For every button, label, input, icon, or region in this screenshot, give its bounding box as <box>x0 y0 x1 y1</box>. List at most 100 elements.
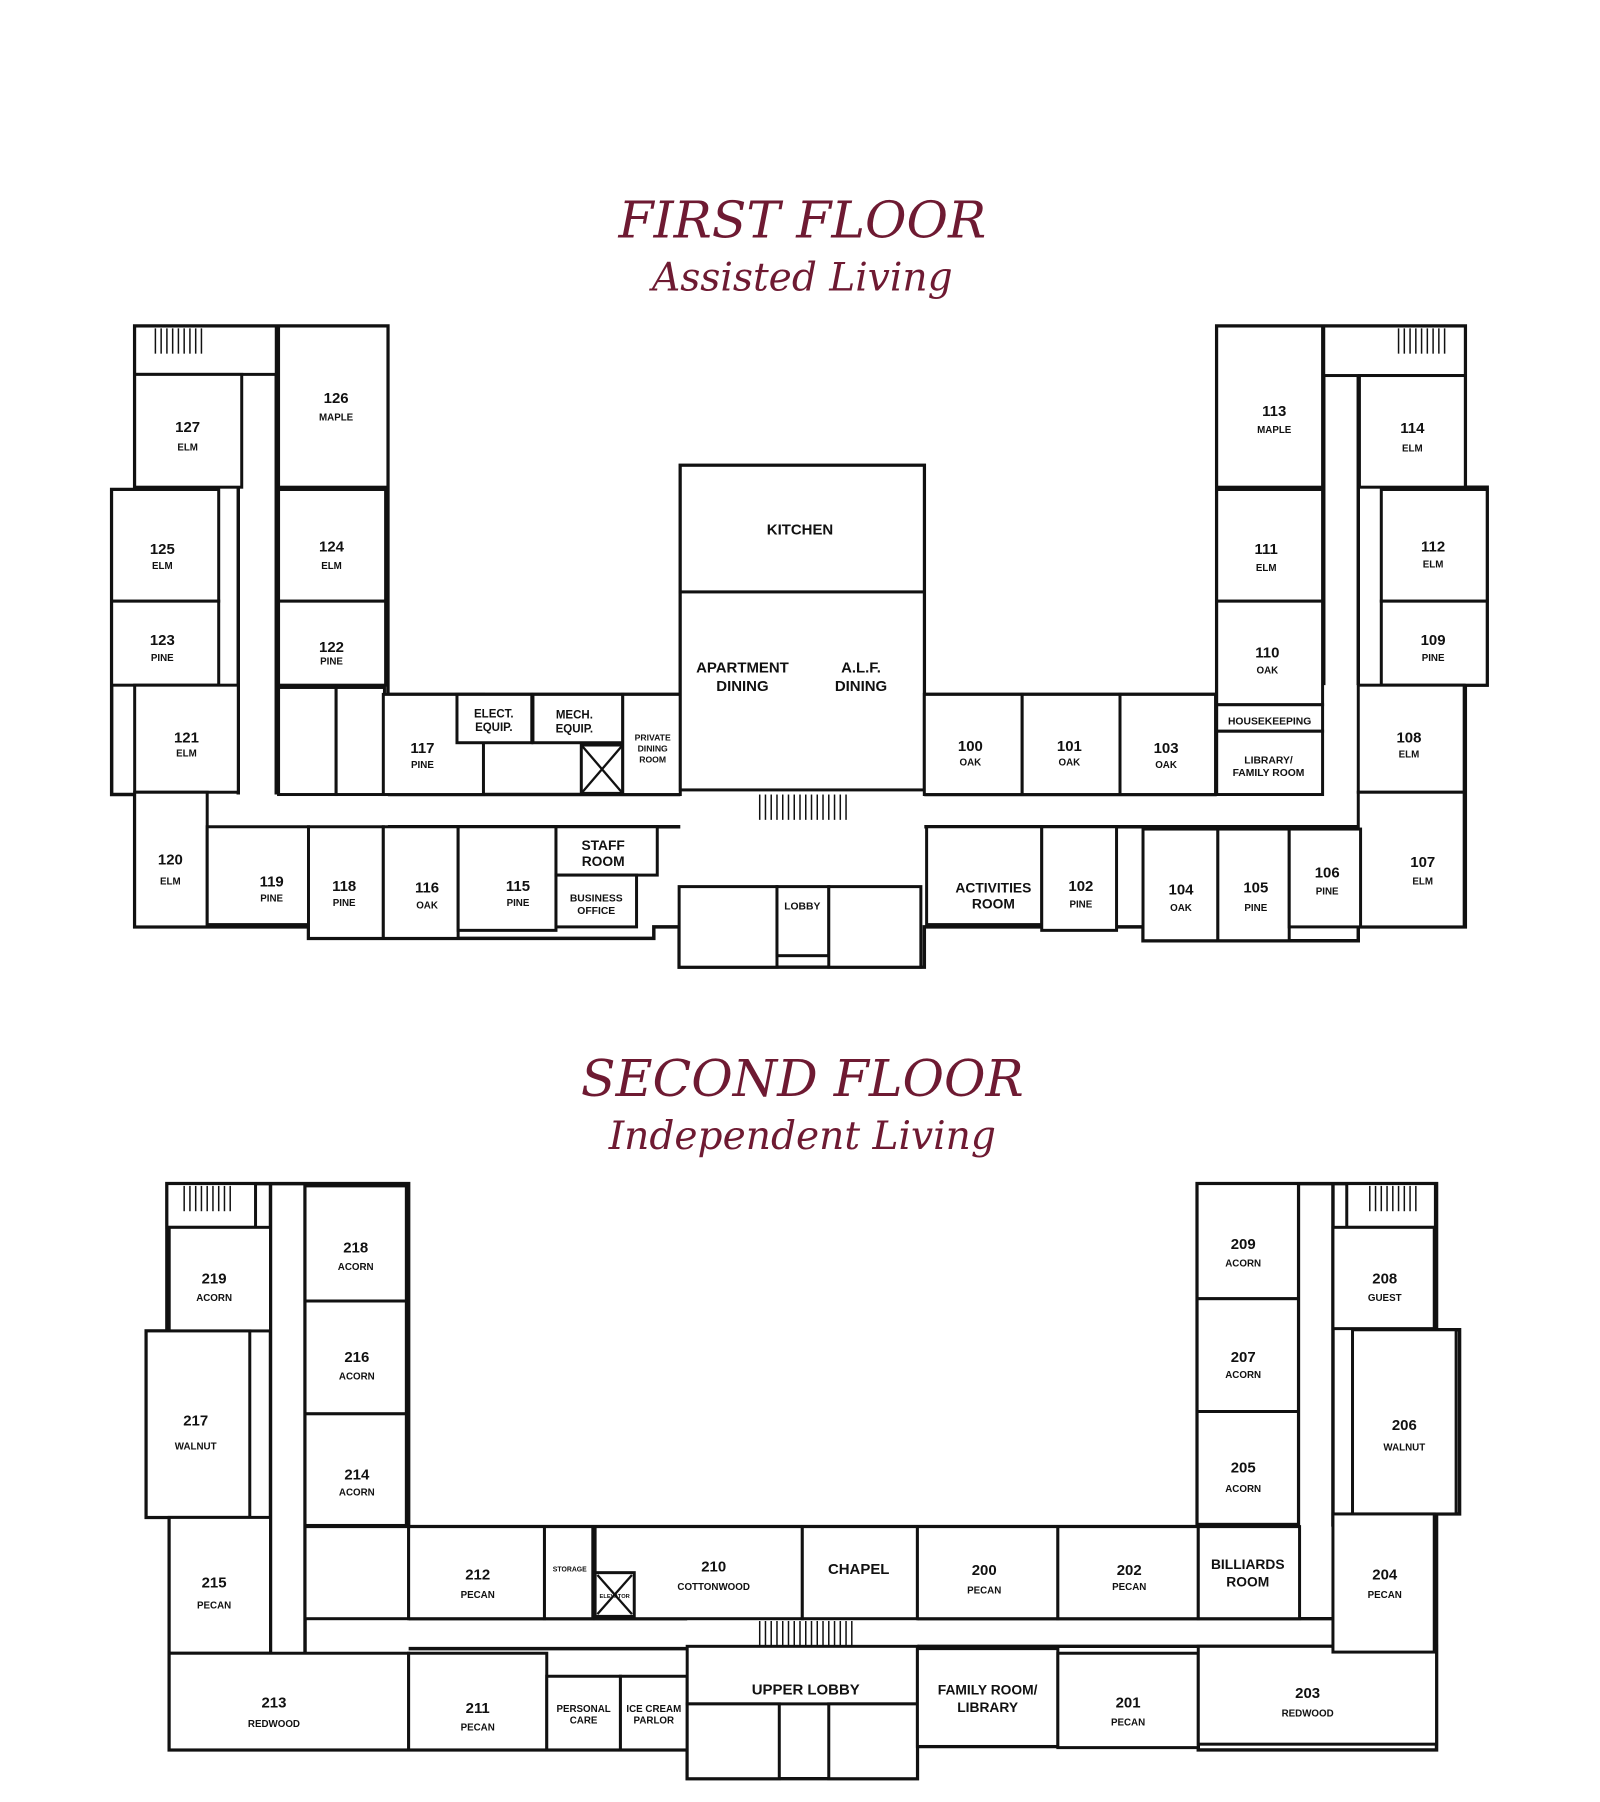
room-wing: PINE <box>1069 899 1092 910</box>
room-wing: ELM <box>176 749 197 760</box>
room-number: 209 <box>1231 1236 1256 1253</box>
lobby-bay <box>827 1702 919 1781</box>
chapel <box>800 1525 919 1621</box>
room-126 <box>277 324 390 489</box>
room-wing: ACORN <box>339 1371 375 1382</box>
room-number: 119 <box>260 874 284 891</box>
room-number: 200 <box>972 1562 997 1579</box>
room-number: 212 <box>465 1567 490 1584</box>
room-wing: ELM <box>1423 560 1444 571</box>
room-100 <box>922 692 1024 797</box>
room-wing: ELM <box>1399 750 1420 761</box>
room-number: 126 <box>324 390 349 407</box>
room-wing: ELM <box>177 442 198 453</box>
room-wing: ACORN <box>1225 1370 1261 1381</box>
room-number: 125 <box>150 541 175 558</box>
private-dining-label: ROOM <box>639 754 666 764</box>
lobby-bay <box>827 885 923 969</box>
room-115 <box>456 825 558 932</box>
room-wing: PINE <box>260 894 283 905</box>
room-number: 204 <box>1372 1567 1398 1584</box>
room-wing: PINE <box>320 656 343 667</box>
room-number: 217 <box>183 1412 208 1429</box>
storage-label: STORAGE <box>553 1567 587 1574</box>
room-wing: PECAN <box>461 1722 495 1733</box>
room-wing: PINE <box>507 898 530 909</box>
elevator-cross <box>596 1574 633 1615</box>
room-wing: ACORN <box>338 1262 374 1273</box>
room-wing: ACORN <box>1225 1484 1261 1495</box>
apartment-dining-label: DINING <box>716 678 768 695</box>
room-number: 201 <box>1116 1694 1141 1711</box>
room-number: 202 <box>1117 1562 1142 1579</box>
room-number: 102 <box>1068 878 1093 895</box>
chapel-label: CHAPEL <box>828 1561 889 1578</box>
room-wing: ACORN <box>196 1293 232 1304</box>
room-number: 211 <box>466 1700 490 1717</box>
room-wing: MAPLE <box>1257 425 1292 436</box>
room-wing: PINE <box>1422 653 1445 664</box>
room-number: 114 <box>1400 420 1425 437</box>
room-103 <box>1118 692 1218 797</box>
apartment-dining-label: APARTMENT <box>696 660 789 677</box>
ice-cream-label: PARLOR <box>634 1715 675 1726</box>
room-wing: PINE <box>1316 887 1339 898</box>
room-wing: WALNUT <box>175 1441 217 1452</box>
room-211 <box>407 1651 549 1752</box>
room-101 <box>1020 692 1122 797</box>
room-number: 214 <box>344 1466 370 1483</box>
room-123 <box>110 599 221 687</box>
room-wing: PINE <box>1244 903 1267 914</box>
room-wing: PECAN <box>967 1585 1001 1596</box>
room-number: 108 <box>1396 730 1421 747</box>
room-wing: PECAN <box>1112 1582 1146 1593</box>
room-number: 106 <box>1315 864 1340 881</box>
elect-equip-label: EQUIP. <box>475 722 513 734</box>
room-116 <box>381 825 460 940</box>
room-number: 215 <box>202 1575 227 1592</box>
room-205 <box>1195 1410 1300 1526</box>
room-wing: ELM <box>321 561 342 572</box>
room-108 <box>1356 683 1466 794</box>
room-number: 120 <box>158 852 183 869</box>
room-213 <box>167 1651 411 1752</box>
room-wing: OAK <box>1059 758 1081 769</box>
room-number: 203 <box>1295 1685 1320 1702</box>
room-wing: OAK <box>1170 903 1192 914</box>
room-wing: ELM <box>1402 444 1423 455</box>
room-wing: PECAN <box>197 1600 231 1611</box>
room-number: 121 <box>174 730 199 747</box>
room-114 <box>1357 374 1467 489</box>
utility <box>277 685 338 797</box>
room-111 <box>1215 487 1325 603</box>
room-216 <box>303 1299 408 1416</box>
library-family-label: FAMILY ROOM <box>1233 768 1305 779</box>
room-number: 219 <box>202 1271 227 1288</box>
room-wing: ELM <box>160 876 181 887</box>
stair <box>1345 1182 1437 1229</box>
room-wing: MAPLE <box>319 412 354 423</box>
room-number: 216 <box>344 1349 369 1366</box>
storage <box>542 1525 595 1621</box>
room-wing: PECAN <box>1368 1590 1402 1601</box>
room-wing: GUEST <box>1368 1293 1402 1304</box>
room-wing: ELM <box>152 561 173 572</box>
room-125 <box>110 487 221 603</box>
room-wing: PINE <box>333 898 356 909</box>
room-207 <box>1195 1297 1300 1413</box>
personal-care <box>545 1674 622 1752</box>
room-wing: COTTONWOOD <box>677 1582 750 1593</box>
business-office-label: OFFICE <box>577 906 615 917</box>
room-104 <box>1141 827 1220 943</box>
room-wing: OAK <box>960 758 982 769</box>
room-number: 208 <box>1372 1271 1397 1288</box>
activities-room <box>925 825 1044 927</box>
room-number: 210 <box>701 1559 726 1576</box>
mech-equip-label: EQUIP. <box>556 723 594 735</box>
room-wing: REDWOOD <box>1282 1709 1334 1720</box>
activities-room-label: ACTIVITIES <box>955 879 1031 895</box>
ice-cream-label: ICE CREAM <box>626 1704 681 1715</box>
staff-room <box>554 825 659 877</box>
room-wing: ELM <box>1256 563 1277 574</box>
